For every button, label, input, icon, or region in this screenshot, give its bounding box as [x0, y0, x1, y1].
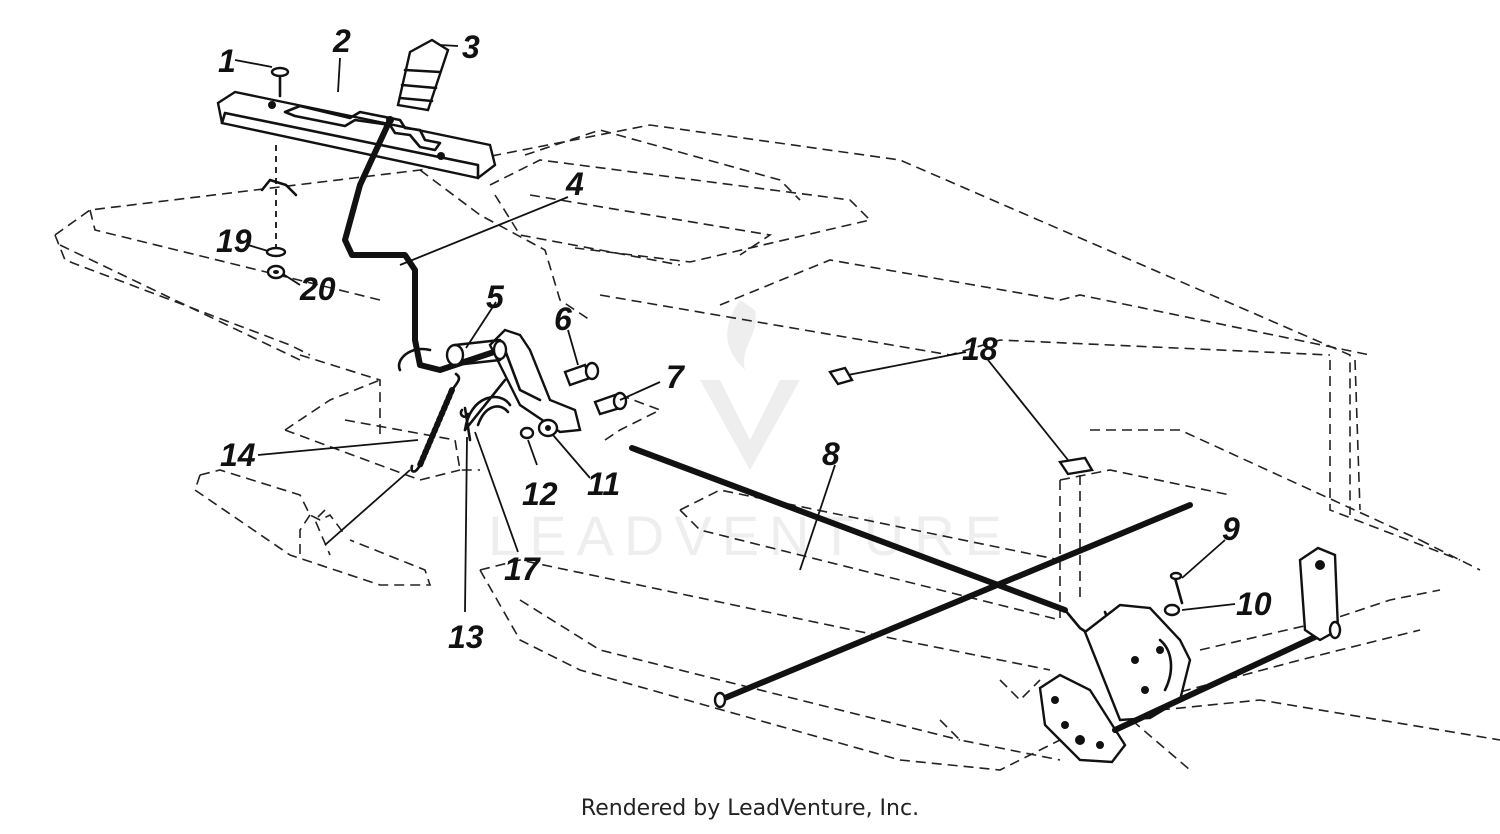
callout-20: 20: [299, 271, 336, 307]
callout-labels: 1 2 3 4 5 6 7 8 9 10 11 12 13 14 17 18 1…: [216, 23, 1272, 655]
callout-10: 10: [1236, 586, 1272, 622]
fastener-axis: [260, 145, 298, 280]
watermark: LEADVENTURE: [488, 300, 1002, 567]
callout-2: 2: [332, 23, 351, 59]
callout-13: 13: [448, 619, 484, 655]
callout-19: 19: [216, 223, 252, 259]
bolt-7: [593, 391, 628, 416]
callout-12: 12: [522, 476, 558, 512]
callout-18: 18: [962, 331, 998, 367]
cross-rod: [713, 502, 1193, 709]
callout-1: 1: [218, 43, 236, 79]
callout-5: 5: [486, 279, 505, 315]
callout-8: 8: [822, 436, 840, 472]
spring-pin: [459, 406, 472, 442]
screw: [270, 66, 290, 98]
washers: [519, 418, 559, 440]
extension-spring: [410, 372, 461, 473]
callout-3: 3: [462, 29, 480, 65]
tractor-body-outline: [54, 124, 1500, 771]
lever-bracket: [445, 328, 582, 434]
callout-9: 9: [1222, 511, 1240, 547]
pin-and-washer: [1163, 571, 1184, 617]
footer-credit: Rendered by LeadVenture, Inc.: [580, 796, 920, 821]
bolt-6: [563, 361, 600, 387]
callout-17: 17: [504, 551, 542, 587]
callout-6: 6: [554, 301, 572, 337]
callout-11: 11: [587, 466, 620, 502]
pivot-plates: [1038, 603, 1192, 764]
cam-arm: [463, 378, 512, 432]
leader-lines: [234, 44, 1236, 613]
callout-4: 4: [565, 166, 584, 202]
shift-lever: [342, 117, 503, 373]
shift-knob: [386, 38, 450, 124]
bracket-18: [828, 366, 1094, 476]
callout-7: 7: [666, 359, 686, 395]
callout-14: 14: [220, 437, 256, 473]
pivot-shaft: [1112, 546, 1342, 733]
shift-plate: [216, 90, 497, 180]
